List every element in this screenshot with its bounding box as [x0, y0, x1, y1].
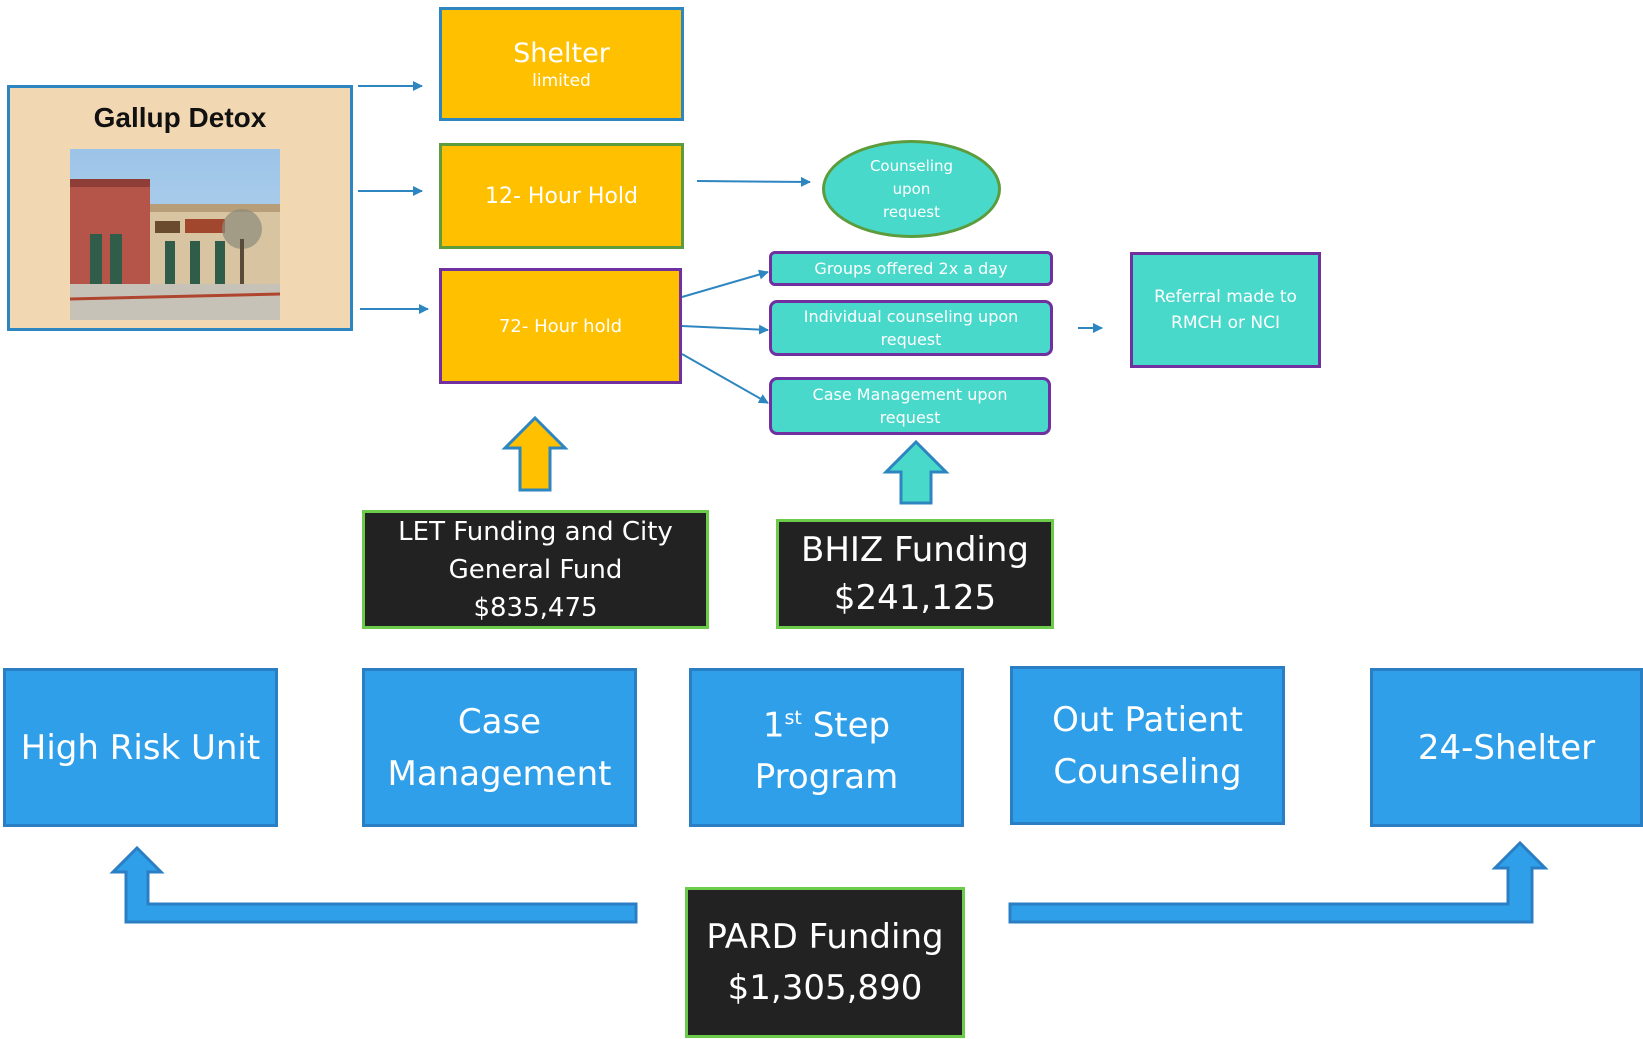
- shelter-title: Shelter: [513, 37, 610, 69]
- let-up-arrow-icon: [501, 415, 569, 492]
- counseling-ellipse: Counseling upon request: [822, 140, 1001, 238]
- let-amount: $835,475: [473, 592, 598, 623]
- counseling-line3: request: [882, 202, 941, 221]
- bhiz-amount: $241,125: [833, 578, 997, 618]
- case-management-line1: Case: [457, 701, 542, 742]
- bhiz-funding-box: BHIZ Funding $241,125: [776, 519, 1054, 629]
- high-risk-unit-box: High Risk Unit: [3, 668, 278, 827]
- outpatient-counseling-box: Out Patient Counseling: [1010, 666, 1285, 825]
- 24-shelter-box: 24-Shelter: [1370, 668, 1643, 827]
- case-mgmt-line1: Case Management upon: [812, 385, 1008, 404]
- 72hour-to-groups-arrow: [681, 269, 769, 298]
- let-line1: LET Funding and City: [398, 516, 673, 547]
- pard-right-elbow-arrow-icon: [1008, 840, 1549, 924]
- case-management-box: Case Management: [362, 668, 637, 827]
- bhiz-up-arrow-icon: [882, 439, 950, 505]
- 12hour-to-counseling-arrow: [696, 176, 811, 187]
- 72-hour-hold-box: 72- Hour hold: [439, 268, 682, 384]
- referral-box: Referral made to RMCH or NCI: [1130, 252, 1321, 368]
- pard-label: PARD Funding: [706, 916, 944, 957]
- referral-line2: RMCH or NCI: [1171, 313, 1280, 333]
- first-step-number: 1: [762, 705, 785, 746]
- bhiz-label: BHIZ Funding: [801, 530, 1029, 570]
- 72hour-to-individual-arrow: [681, 324, 769, 335]
- high-risk-unit-label: High Risk Unit: [20, 727, 261, 768]
- outpatient-line1: Out Patient: [1052, 699, 1243, 740]
- referral-line1: Referral made to: [1154, 287, 1297, 307]
- 12-hour-hold-label: 12- Hour Hold: [485, 183, 638, 209]
- pard-left-elbow-arrow-icon: [109, 845, 638, 924]
- gallup-detox-box: Gallup Detox: [7, 85, 353, 331]
- let-funding-box: LET Funding and City General Fund $835,4…: [362, 510, 709, 629]
- case-mgmt-line2: request: [879, 408, 941, 427]
- shelter-box: Shelter limited: [439, 7, 684, 121]
- first-step-line2: Program: [754, 757, 899, 798]
- 72hour-to-casemgmt-arrow: [681, 353, 769, 404]
- counseling-line2: upon: [892, 179, 931, 198]
- counseling-line1: Counseling: [869, 156, 954, 175]
- individual-line1: Individual counseling upon: [803, 307, 1019, 326]
- 24-shelter-label: 24-Shelter: [1417, 727, 1596, 768]
- first-step-word: Step: [812, 705, 891, 746]
- case-management-line2: Management: [387, 753, 612, 794]
- 12-hour-hold-box: 12- Hour Hold: [439, 143, 684, 249]
- building-photo-icon: [70, 149, 280, 320]
- 72-hour-hold-label: 72- Hour hold: [498, 315, 623, 337]
- let-line2: General Fund: [448, 554, 623, 585]
- first-step-line1: 1st Step: [763, 692, 890, 751]
- groups-label: Groups offered 2x a day: [814, 259, 1008, 278]
- outpatient-line2: Counseling: [1053, 751, 1242, 792]
- case-management-request-box: Case Management upon request: [769, 377, 1051, 435]
- first-step-program-box: 1st Step Program: [689, 668, 964, 827]
- pard-funding-box: PARD Funding $1,305,890: [685, 887, 965, 1038]
- detox-title: Gallup Detox: [93, 102, 267, 133]
- pard-amount: $1,305,890: [727, 967, 923, 1008]
- individual-line2: request: [880, 330, 942, 349]
- shelter-subtitle: limited: [532, 70, 591, 91]
- individual-counseling-box: Individual counseling upon request: [769, 300, 1053, 356]
- groups-box: Groups offered 2x a day: [769, 251, 1053, 286]
- first-step-ordinal: st: [784, 706, 802, 729]
